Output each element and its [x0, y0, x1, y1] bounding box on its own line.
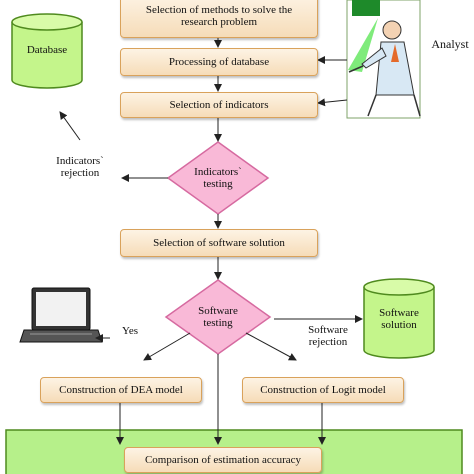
step-processing-label: Processing of database	[168, 56, 270, 68]
software-solution-cylinder	[363, 278, 435, 359]
indicators-testing-label: Indicators` testing	[194, 166, 242, 190]
step-methods-label: Selection of methods to solve the resear…	[145, 4, 293, 28]
step-indicators: Selection of indicators	[120, 92, 318, 118]
software-rejection-label: Software rejection	[308, 324, 348, 348]
step-software-label: Selection of software solution	[153, 237, 285, 249]
step-methods: Selection of methods to solve the resear…	[120, 0, 318, 38]
step-processing: Processing of database	[120, 48, 318, 76]
analyst-label: Analyst	[431, 37, 469, 51]
step-dea: Construction of DEA model	[40, 377, 202, 403]
step-indicators-label: Selection of indicators	[169, 99, 269, 111]
indicators-rejection-label: Indicators` rejection	[56, 155, 104, 179]
step-comparison: Comparison of estimation accuracy	[124, 447, 322, 473]
step-software: Selection of software solution	[120, 229, 318, 257]
software-testing-label: Software testing	[198, 305, 238, 329]
step-dea-label: Construction of DEA model	[59, 384, 183, 396]
yes-label: Yes	[121, 325, 138, 337]
step-logit-label: Construction of Logit model	[260, 384, 386, 396]
analyst-figure	[346, 0, 421, 119]
step-logit: Construction of Logit model	[242, 377, 404, 403]
database-cylinder	[11, 13, 83, 89]
laptop-icon	[19, 287, 103, 343]
step-comparison-label: Comparison of estimation accuracy	[144, 454, 302, 466]
software-solution-label: Software solution	[379, 307, 419, 331]
database-label: Database	[26, 44, 68, 56]
